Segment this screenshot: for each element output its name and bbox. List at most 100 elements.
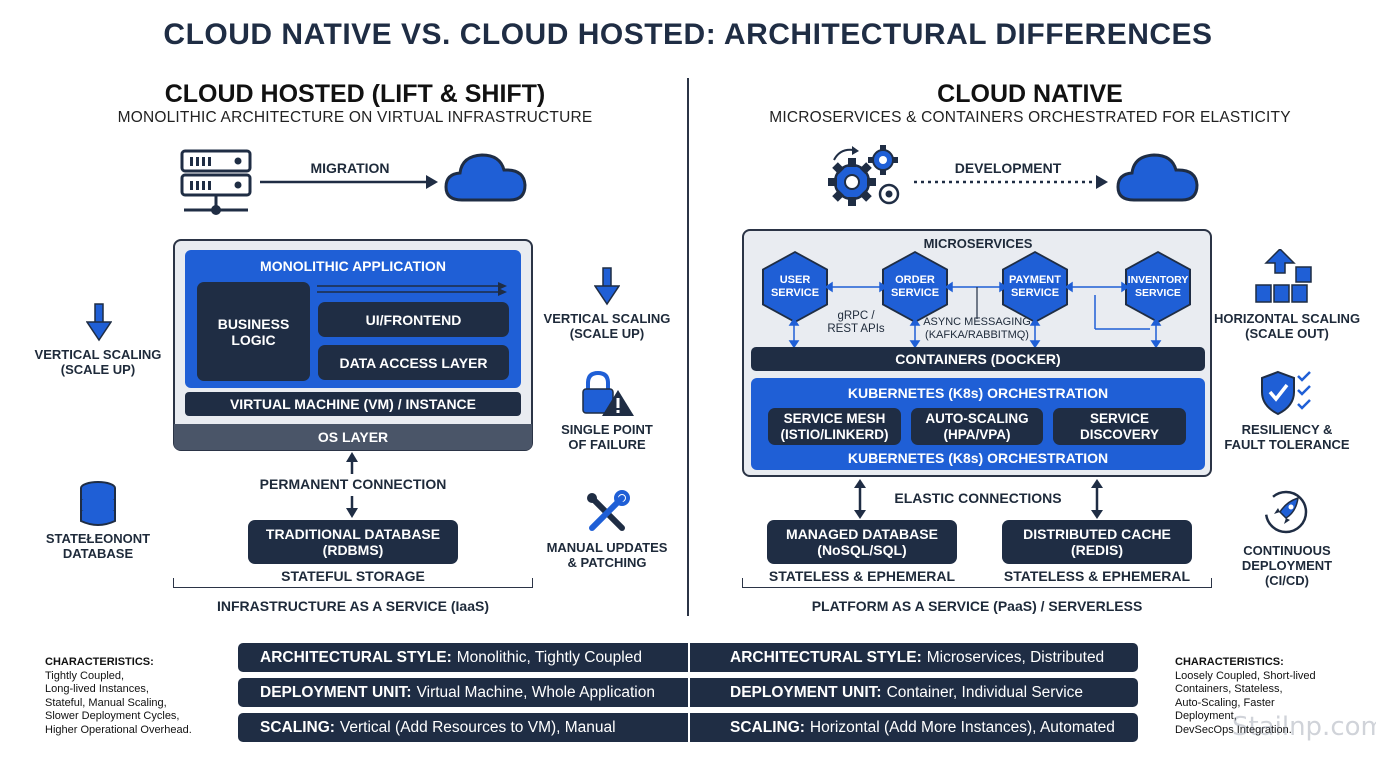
right-scaling-line2: (SCALE UP) (569, 326, 645, 341)
row-key: SCALING: (730, 718, 805, 736)
horizontal-scaling-label: HORIZONTAL SCALING (SCALE OUT) (1212, 311, 1362, 341)
row-key: DEPLOYMENT UNIT: (260, 683, 412, 701)
permanent-connection-arrow (346, 452, 358, 518)
cicd-line3: (CI/CD) (1264, 573, 1310, 588)
grpc-line2: REST APIs (827, 323, 885, 335)
left-scaling-line1: VERTICAL SCALING (34, 347, 162, 362)
kubernetes-top-label: KUBERNETES (K8s) ORCHESTRATION (847, 385, 1109, 401)
row-value: Horizontal (Add More Instances), Automat… (809, 718, 1115, 736)
managed-db-line1: MANAGED DATABASE (786, 526, 938, 542)
left-subheading: MONOLITHIC ARCHITECTURE ON VIRTUAL INFRA… (117, 109, 593, 126)
payment-service-line1: PAYMENT (1009, 274, 1061, 286)
updates-line1: MANUAL UPDATES (546, 540, 668, 555)
comparison-right-cell: SCALING:Horizontal (Add More Instances),… (708, 713, 1138, 742)
payment-service-line2: SERVICE (1010, 287, 1060, 299)
manual-updates-label: MANUAL UPDATES & PATCHING (532, 540, 682, 570)
left-database-note: STATEŁEONONT DATABASE (28, 531, 168, 561)
row-key: SCALING: (260, 718, 335, 736)
containers-bar: CONTAINERS (DOCKER) (751, 347, 1205, 371)
async-messaging-label: ASYNC MESSAGING (KAFKA/RABBITMQ) (916, 316, 1038, 342)
row-key: ARCHITECTURAL STYLE: (730, 648, 922, 666)
service-discovery-box: SERVICE DISCOVERY (1053, 408, 1186, 445)
left-db-line1: STATEŁEONONT (45, 531, 151, 546)
center-divider (687, 78, 689, 616)
database-icon (80, 481, 116, 526)
cloud-icon (444, 153, 527, 202)
business-logic-label: BUSINESS LOGIC (217, 315, 290, 348)
lock-warning-icon (582, 370, 634, 416)
business-logic-box: BUSINESS LOGIC (197, 282, 310, 381)
elastic-arrow-left (854, 479, 866, 519)
down-arrow-icon (594, 267, 620, 306)
spof-line1: SINGLE POINT (561, 422, 653, 437)
cicd-line2: DEPLOYMENT (1241, 558, 1333, 573)
row-key: DEPLOYMENT UNIT: (730, 683, 882, 701)
right-char-heading: CHARACTERISTICS: (1175, 656, 1284, 668)
left-vertical-scaling: VERTICAL SCALING (SCALE UP) (28, 347, 168, 377)
grpc-line1: gRPC / (837, 310, 875, 322)
migration-arrow (260, 175, 438, 189)
resil-line1: RESILIENCY & (1241, 422, 1333, 437)
left-bracket (173, 578, 533, 588)
left-db-line2: DATABASE (62, 546, 134, 561)
inventory-service[interactable]: INVENTORY SERVICE (1127, 253, 1189, 321)
row-value: Microservices, Distributed (926, 648, 1105, 666)
user-service-line1: USER (779, 274, 811, 286)
left-char-line: Higher Operational Overhead. (45, 723, 192, 736)
cicd-label: CONTINUOUS DEPLOYMENT (CI/CD) (1212, 543, 1362, 588)
db-line1: TRADITIONAL DATABASE (265, 526, 441, 542)
right-vertical-scaling: VERTICAL SCALING (SCALE UP) (537, 311, 677, 341)
row-key: ARCHITECTURAL STYLE: (260, 648, 452, 666)
stateful-storage-label: STATEFUL STORAGE (281, 568, 425, 584)
async-line2: (KAFKA/RABBITMQ) (925, 329, 1029, 341)
iaas-label: INFRASTRUCTURE AS A SERVICE (IaaS) (217, 598, 489, 614)
comparison-right-cell: ARCHITECTURAL STYLE:Microservices, Distr… (708, 643, 1138, 672)
wrench-icon (587, 490, 630, 531)
server-rack-icon (180, 149, 252, 215)
comparison-left-cell: ARCHITECTURAL STYLE:Monolithic, Tightly … (238, 643, 688, 672)
order-service-line1: ORDER (895, 274, 935, 286)
gears-icon (828, 145, 900, 206)
spof-line2: OF FAILURE (568, 437, 646, 452)
rocket-icon (1264, 490, 1308, 534)
monolith-arrows (317, 282, 507, 296)
traditional-database-box: TRADITIONAL DATABASE (RDBMS) (248, 520, 458, 564)
comparison-right-cell: DEPLOYMENT UNIT:Container, Individual Se… (708, 678, 1138, 707)
cache-line2: (REDIS) (1070, 542, 1124, 558)
development-arrow (914, 175, 1108, 189)
right-scaling-line1: VERTICAL SCALING (543, 311, 671, 326)
comparison-left-cell: SCALING:Vertical (Add Resources to VM), … (238, 713, 688, 742)
development-label: DEVELOPMENT (954, 160, 1062, 176)
cicd-line1: CONTINUOUS (1243, 543, 1331, 558)
left-char-heading: CHARACTERISTICS: (45, 656, 154, 668)
watermark: Stailnp.com (1232, 712, 1376, 742)
row-value: Container, Individual Service (886, 683, 1084, 701)
right-char-line: Auto-Scaling, Faster (1175, 696, 1275, 709)
async-line1: ASYNC MESSAGING (923, 316, 1031, 328)
cache-line1: DISTRIBUTED CACHE (1023, 526, 1171, 542)
right-characteristics: CHARACTERISTICS: Loosely Coupled, Short-… (1175, 656, 1365, 737)
right-char-line: Deployment, (1175, 710, 1237, 722)
left-char-line: Slower Deployment Cycles, (45, 710, 180, 722)
elastic-arrow-right (1091, 479, 1103, 519)
distributed-cache-box: DISTRIBUTED CACHE (REDIS) (1002, 520, 1192, 564)
comparison-left-cell: DEPLOYMENT UNIT:Virtual Machine, Whole A… (238, 678, 688, 707)
right-char-line: DevSecOps Integration. (1175, 723, 1292, 736)
stateless-label-1: STATELESS & EPHEMERAL (768, 568, 956, 584)
inventory-service-line2: SERVICE (1135, 287, 1181, 299)
stateless-label-2: STATELESS & EPHEMERAL (1003, 568, 1191, 584)
shield-check-icon (1261, 370, 1311, 416)
data-access-box: DATA ACCESS LAYER (318, 345, 509, 380)
updates-line2: & PATCHING (567, 555, 647, 570)
managed-database-box: MANAGED DATABASE (NoSQL/SQL) (767, 520, 957, 564)
resiliency-label: RESILIENCY & FAULT TOLERANCE (1212, 422, 1362, 452)
resil-line2: FAULT TOLERANCE (1224, 437, 1350, 452)
managed-db-line2: (NoSQL/SQL) (817, 542, 907, 558)
left-heading: CLOUD HOSTED (LIFT & SHIFT) (164, 79, 546, 108)
order-service-line2: SERVICE (890, 287, 940, 299)
left-characteristics: CHARACTERISTICS: Tightly Coupled, Long-l… (45, 656, 235, 737)
left-char-line: Tightly Coupled, (45, 669, 125, 682)
paas-label: PLATFORM AS A SERVICE (PaaS) / SERVERLES… (811, 598, 1143, 614)
auto-scaling-line2: (HPA/VPA) (943, 426, 1011, 442)
migration-label: MIGRATION (310, 160, 390, 176)
